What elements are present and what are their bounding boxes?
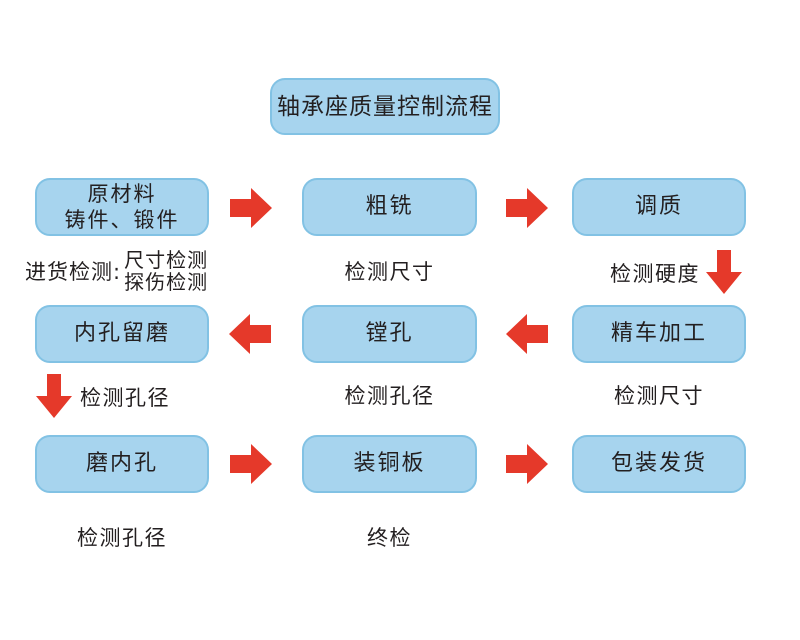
incoming-inspection-label: 进货检测: bbox=[25, 260, 122, 284]
process-box-raw-material: 原材料 铸件、锻件 bbox=[35, 178, 209, 236]
arrow-right-icon bbox=[230, 188, 272, 228]
arrow-right-icon bbox=[230, 444, 272, 484]
incoming-inspection-line2: 探伤检测 bbox=[124, 270, 209, 294]
incoming-inspection-line1: 尺寸检测 bbox=[124, 248, 209, 272]
caption-after-boring: 检测孔径 bbox=[344, 384, 435, 408]
process-box-quench-temper: 调质 bbox=[572, 178, 746, 236]
process-box-bore-grinding-allowance: 内孔留磨 bbox=[35, 305, 209, 363]
arrow-left-icon bbox=[229, 314, 271, 354]
incoming-inspection-items: 尺寸检测 探伤检测 bbox=[124, 249, 208, 293]
process-box-pack-ship: 包装发货 bbox=[572, 435, 746, 493]
process-box-rough-milling: 粗铣 bbox=[302, 178, 477, 236]
caption-after-bore-grinding-allowance: 检测孔径 bbox=[80, 386, 170, 410]
process-box-boring: 镗孔 bbox=[302, 305, 477, 363]
arrow-right-icon bbox=[506, 444, 548, 484]
caption-incoming-inspection: 进货检测: 尺寸检测 探伤检测 bbox=[25, 249, 208, 293]
process-box-finish-turning: 精车加工 bbox=[572, 305, 746, 363]
caption-after-rough-milling: 检测尺寸 bbox=[344, 260, 435, 284]
caption-after-quench-temper: 检测硬度 bbox=[610, 262, 700, 286]
arrow-down-icon bbox=[706, 250, 742, 294]
arrow-left-icon bbox=[506, 314, 548, 354]
caption-after-grind-bore: 检测孔径 bbox=[77, 526, 167, 550]
caption-after-fit-copper-plate: 终检 bbox=[367, 526, 412, 550]
arrow-down-icon bbox=[36, 374, 72, 418]
flowchart-title: 轴承座质量控制流程 bbox=[270, 78, 500, 135]
process-box-grind-bore: 磨内孔 bbox=[35, 435, 209, 493]
arrow-right-icon bbox=[506, 188, 548, 228]
caption-after-finish-turning: 检测尺寸 bbox=[614, 384, 704, 408]
process-box-fit-copper-plate: 装铜板 bbox=[302, 435, 477, 493]
